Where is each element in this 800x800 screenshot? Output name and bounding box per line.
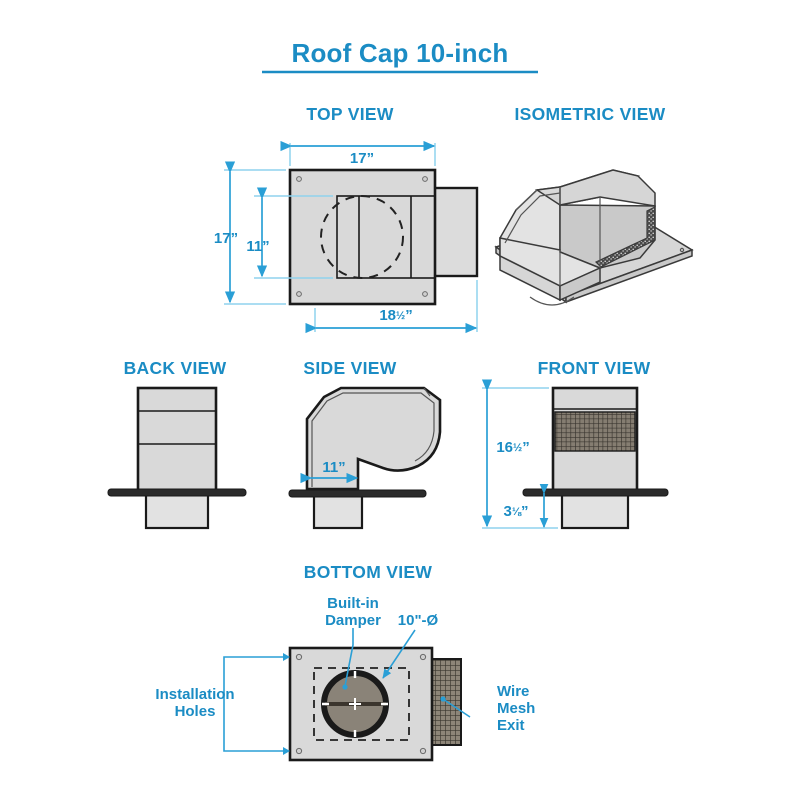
view-back: BACK VIEW (107, 358, 247, 530)
iso-duct-stub (529, 296, 575, 306)
view-side: SIDE VIEW 11” (288, 358, 442, 530)
front-view-wire-mesh-panel (554, 411, 636, 452)
view-title-top: TOP VIEW (306, 104, 394, 124)
side-view-corner-fold (423, 387, 431, 397)
front-view-duct (560, 492, 630, 530)
dim-top-height-11: 11” (246, 187, 333, 279)
top-view-hole-br (422, 291, 428, 297)
dim-label-front-base: 3⅛” (503, 503, 528, 520)
top-view-hole-bl (296, 291, 302, 297)
iso-hole-2 (679, 247, 685, 253)
dim-front-base-value: 3 (503, 503, 511, 520)
dim-label-top-height-outer: 17” (214, 230, 238, 247)
iso-fold-lines (515, 187, 601, 286)
side-view-hood-profile (305, 386, 442, 491)
bottom-view-hole-bl[interactable] (295, 747, 303, 755)
view-title-isometric: ISOMETRIC VIEW (514, 104, 665, 124)
dim-overall-unit: ” (405, 307, 413, 324)
top-view-hole-tl (296, 176, 302, 182)
dim-top-overall-18half: 18½” (305, 280, 478, 334)
iso-wire-mesh-strip (594, 206, 656, 268)
callout-mesh-dot (440, 696, 446, 702)
top-view-flange (430, 186, 479, 278)
dim-label-front-height: 16½” (496, 439, 529, 456)
iso-base-plate-edge2 (565, 248, 693, 304)
dim-front-base: 3⅛” (503, 483, 549, 529)
callout-holes-arrow-bottom (283, 747, 290, 755)
view-title-front: FRONT VIEW (538, 358, 651, 378)
view-title-back: BACK VIEW (124, 358, 227, 378)
front-view-base-plate (522, 488, 669, 497)
callout-holes-arrow-top (283, 653, 290, 661)
top-view-hidden-duct-circle (320, 195, 404, 279)
side-view-inner-lip (311, 392, 435, 487)
iso-hood-skirt-right (559, 266, 601, 302)
top-view-plate (288, 168, 437, 306)
bottom-view-hole-tr[interactable] (419, 653, 427, 661)
side-view-base-plate (288, 489, 427, 498)
bottom-view-wire-mesh-panel (428, 658, 462, 746)
callout-installation-holes: Installation Holes (155, 653, 290, 755)
back-view-duct (144, 492, 210, 530)
callout-damper-line1: Built-in (327, 595, 379, 612)
back-view-body (136, 386, 218, 496)
dim-front-height-unit: ” (522, 439, 530, 456)
dim-label-top-height-inner: 11” (246, 238, 269, 255)
dim-label-side-depth: 11” (322, 459, 345, 476)
dim-label-top-overall: 18½” (379, 307, 412, 324)
side-view-duct (312, 494, 364, 530)
callout-diameter: 10"-Ø (382, 612, 439, 679)
back-view-base-plate (107, 488, 247, 497)
view-title-side: SIDE VIEW (303, 358, 396, 378)
callout-holes-line1: Installation (155, 686, 234, 703)
callout-mesh-line2: Mesh (497, 700, 535, 717)
dim-side-depth-11: 11” (300, 459, 359, 484)
view-front: FRONT VIEW 16½” 3⅛” (481, 358, 669, 530)
callout-wire-mesh-exit: Wire Mesh Exit (440, 683, 535, 734)
callout-mesh-line3: Exit (497, 717, 525, 734)
dim-front-base-fraction: ⅛ (512, 506, 522, 518)
dim-front-base-unit: ” (521, 503, 529, 520)
callout-holes-line2: Holes (175, 703, 216, 720)
dim-front-height-fraction: ½ (513, 442, 522, 454)
dim-front-height-value: 16 (496, 439, 513, 456)
dim-overall-value: 18 (379, 307, 396, 324)
top-view-hood-outline (336, 195, 436, 279)
view-title-bottom: BOTTOM VIEW (304, 562, 433, 582)
callout-mesh-line1: Wire (497, 683, 529, 700)
iso-hood-lip-line (504, 192, 561, 244)
dim-top-width-17: 17” (280, 140, 436, 167)
callout-built-in-damper: Built-in Damper (325, 595, 381, 690)
bottom-view-hole-tl[interactable] (295, 653, 303, 661)
dim-front-height: 16½” (481, 379, 558, 529)
dim-overall-fraction: ½ (396, 310, 405, 322)
page-title-group: Roof Cap 10-inch (262, 38, 538, 74)
callout-diameter-label: 10"-Ø (398, 612, 439, 629)
dim-top-height-17: 17” (214, 161, 286, 305)
callout-damper-dot (342, 684, 348, 690)
page-title: Roof Cap 10-inch (292, 38, 509, 68)
view-bottom: BOTTOM VIEW Built-in Damper 10"-Ø (155, 562, 535, 762)
bottom-view-quadrant-ticks (322, 671, 388, 737)
iso-hood-upper-panel (559, 169, 656, 207)
view-top: TOP VIEW 17” 17” (214, 104, 479, 334)
top-view-hole-tr (422, 176, 428, 182)
bottom-view-hidden-hood-outline (313, 667, 410, 741)
callout-damper-line2: Damper (325, 612, 381, 629)
bottom-view-hole-br[interactable] (419, 747, 427, 755)
bottom-view-center-mark (349, 698, 361, 710)
dim-label-top-width: 17” (350, 150, 374, 167)
view-isometric: ISOMETRIC VIEW (494, 104, 694, 306)
